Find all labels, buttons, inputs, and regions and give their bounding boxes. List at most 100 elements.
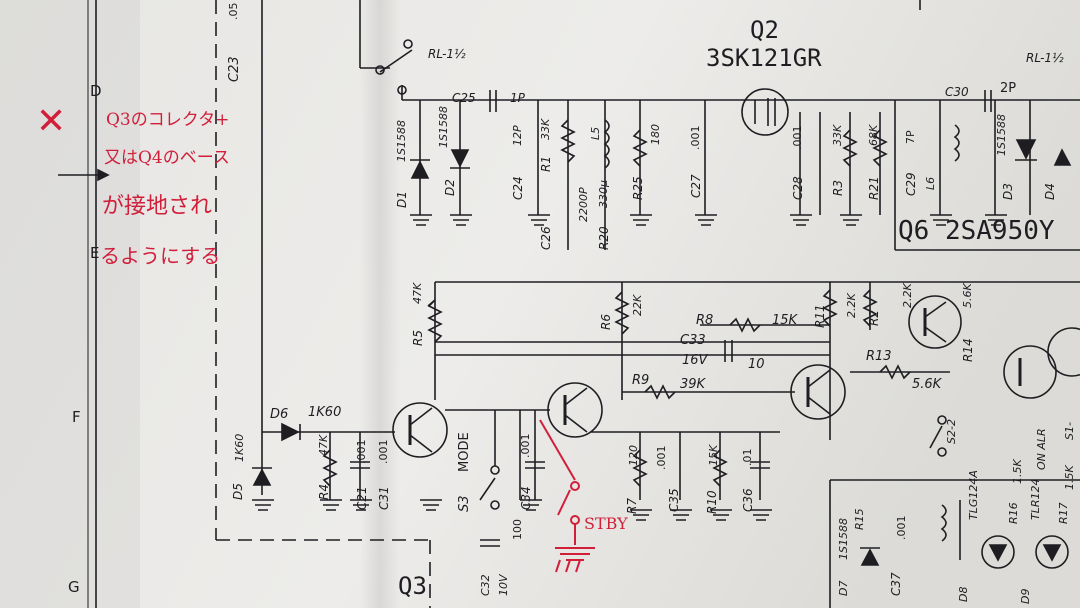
r8-label: R8 <box>696 313 714 328</box>
d2-part: 1S1588 <box>437 106 450 148</box>
paper-edge-shadow <box>0 0 140 608</box>
c32-value: 100 <box>511 519 524 540</box>
c28-value: .001 <box>791 125 804 151</box>
c33-value: 10 <box>748 357 765 372</box>
r21-label: R21 <box>867 176 881 200</box>
c35-value: .001 <box>655 445 668 471</box>
row-marker-e: E <box>90 244 100 262</box>
c29-value: 7P <box>904 130 917 144</box>
c26-label: C26 <box>539 226 553 250</box>
r21-value: 68K <box>867 124 880 146</box>
l5-label: L5 <box>589 126 602 140</box>
d8-part: TLG124A <box>967 470 980 520</box>
c29-label: C29 <box>904 172 918 196</box>
q6-part-label: Q6 2SA950Y <box>898 216 1055 246</box>
r1-value: 33K <box>539 118 552 140</box>
paper-fold-shadow <box>360 0 400 608</box>
r25-value: 180 <box>649 124 662 145</box>
r6-label: R6 <box>599 314 613 330</box>
row-marker-d: D <box>90 82 102 100</box>
d8-label: D8 <box>957 586 970 602</box>
c34-value: .001 <box>519 433 532 459</box>
row-marker-g: G <box>68 578 80 596</box>
r10-value: 15K <box>707 444 720 466</box>
c36-value: .01 <box>741 448 754 467</box>
c36-label: C36 <box>741 488 755 512</box>
r4-label: R4 <box>317 484 331 500</box>
q2-ref-label: Q2 <box>750 16 779 44</box>
d4-label: D4 <box>1043 183 1057 200</box>
d7-label: D7 <box>837 580 850 596</box>
d6-part: 1K60 <box>308 405 342 420</box>
r2-label: R2 <box>867 310 881 326</box>
s3-label: S3 <box>457 495 472 512</box>
c28-label: C28 <box>791 176 805 200</box>
d5-part: 1K60 <box>233 433 246 462</box>
s2-label: S2-2 <box>945 419 958 444</box>
d3-part: 1S1588 <box>995 114 1008 156</box>
r13-value: 5.6K <box>912 377 942 392</box>
r3-value: 33K <box>831 124 844 146</box>
c32-label: C32 <box>479 574 492 596</box>
d1-part: 1S1588 <box>395 120 408 162</box>
l5-value: 330μ <box>597 180 610 208</box>
c35-label: C35 <box>667 488 681 512</box>
relay-label-right: RL-1½ <box>1026 51 1064 65</box>
handwritten-note-line1: Q3のコレクタ+ <box>106 110 230 130</box>
r5-label: R5 <box>411 330 425 346</box>
handwritten-stby-label: STBY <box>584 514 628 533</box>
handwritten-x-mark: ✕ <box>36 101 67 142</box>
row-marker-f: F <box>72 408 81 426</box>
c37-label: C37 <box>889 572 903 596</box>
d5-label: D5 <box>231 483 245 500</box>
d1-label: D1 <box>395 191 409 208</box>
handwritten-note-line2: 又はQ4のベース <box>104 148 230 168</box>
relay-label-left: RL-1½ <box>428 47 466 61</box>
l6-label: L6 <box>924 176 937 190</box>
r2-value: 2.2K <box>901 283 914 308</box>
c31-label: C31 <box>377 486 391 510</box>
schematic-lines <box>87 0 1080 608</box>
r17-value: 1.5K <box>1063 465 1076 490</box>
c25-value: 1P <box>510 91 525 105</box>
r5-value: 47K <box>411 282 424 304</box>
c37-value: .001 <box>895 515 908 541</box>
r9-label: R9 <box>632 373 650 388</box>
r13-label: R13 <box>866 349 892 364</box>
c25-label: C25 <box>452 91 476 105</box>
r14-label: R14 <box>961 338 975 362</box>
c24-value: 12P <box>511 125 524 146</box>
on-alr-label: ON ALR <box>1035 428 1048 470</box>
r25-label: R25 <box>631 176 645 200</box>
r8-value: 15K <box>772 313 798 328</box>
r17-label: R17 <box>1057 502 1070 524</box>
l5-cap-value: 2200P <box>577 187 590 222</box>
d3-label: D3 <box>1001 183 1015 200</box>
handwritten-note-line4: るようにする <box>100 244 221 268</box>
d9-label: D9 <box>1019 588 1032 604</box>
r11-value: 2.2K <box>845 293 858 318</box>
c31-value: .001 <box>377 439 390 465</box>
c30-value: 2P <box>1000 81 1017 96</box>
d7-part: 1S1588 <box>837 518 850 560</box>
stby-switch-red <box>539 419 595 573</box>
r6-value: 22K <box>631 294 644 316</box>
r1-label: R1 <box>539 156 553 172</box>
r7-value: 120 <box>627 445 640 466</box>
handwritten-note-line3: が接地され <box>102 194 213 219</box>
c30-label: C30 <box>945 85 969 99</box>
r11-label: R11 <box>813 304 827 328</box>
r14-value: 5.6K <box>961 283 974 308</box>
q2-part-label: 3SK121GR <box>706 44 822 72</box>
r16-value: 1.5K <box>1011 459 1024 484</box>
r9-value: 39K <box>680 377 706 392</box>
c33-voltage: 16V <box>682 353 708 368</box>
r10-label: R10 <box>705 490 719 514</box>
q3-ref-label: Q3 <box>398 572 427 600</box>
c27-value: .001 <box>689 125 702 151</box>
d6-label: D6 <box>270 407 289 422</box>
s3-mode-label: MODE <box>457 432 472 472</box>
d9-part: TLR124 <box>1029 478 1042 521</box>
